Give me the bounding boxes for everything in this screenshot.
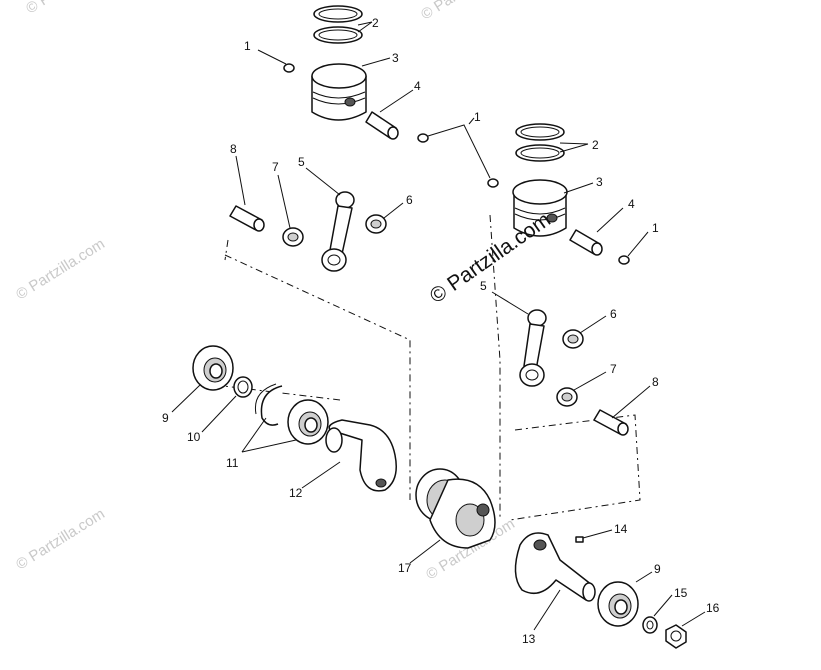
- seal-ring-10: [233, 376, 253, 398]
- wrist-pin-left: [365, 111, 399, 140]
- callout-16: 16: [706, 601, 720, 615]
- callout-1b: 1: [474, 110, 481, 124]
- callout-8b: 8: [652, 375, 659, 389]
- nut-16: [665, 624, 687, 649]
- connecting-rod-left: [321, 191, 355, 272]
- leader-lines: [171, 21, 706, 631]
- callout-15: 15: [674, 586, 688, 600]
- connecting-rod-right: [519, 309, 547, 387]
- callout-labels: 2 1 3 4 1 2 3 4 1 8 7 5 6 5 6 7 8 9 10 1…: [162, 16, 720, 646]
- circlip-right-bottom: [618, 255, 630, 265]
- needle-bearing-left-6: [365, 214, 387, 234]
- callout-3b: 3: [596, 175, 603, 189]
- callout-1c: 1: [652, 221, 659, 235]
- callout-9a: 9: [162, 411, 169, 425]
- pin-left: [229, 205, 265, 232]
- callout-11: 11: [226, 456, 239, 470]
- snap-ring-11: [254, 383, 283, 426]
- crank-half-left: [325, 419, 397, 492]
- callout-4a: 4: [414, 79, 421, 93]
- circlip-left-top: [283, 63, 295, 73]
- callout-2b: 2: [592, 138, 599, 152]
- piston-rings-left: [313, 5, 363, 44]
- needle-bearing-right-7: [556, 387, 578, 407]
- watermark-faint: © Partzilla.com: [13, 235, 108, 303]
- callout-14: 14: [614, 522, 628, 536]
- wrist-pin-right: [569, 229, 603, 256]
- bearing-right-9: [597, 581, 639, 627]
- callout-6a: 6: [406, 193, 413, 207]
- pin-right: [593, 409, 629, 436]
- callout-8a: 8: [230, 142, 237, 156]
- callout-2a: 2: [372, 16, 379, 30]
- bearing-left-9: [192, 345, 234, 391]
- piston-rings-right: [515, 123, 565, 162]
- callout-9b: 9: [654, 562, 661, 576]
- callout-3a: 3: [392, 51, 399, 65]
- bearing-left-11: [287, 399, 329, 445]
- washer-15: [642, 616, 658, 634]
- circlip-right-top: [487, 178, 499, 188]
- callout-7b: 7: [610, 362, 617, 376]
- callout-17: 17: [398, 561, 412, 575]
- callout-4b: 4: [628, 197, 635, 211]
- center-crank-17: [415, 468, 496, 549]
- callout-10: 10: [187, 430, 201, 444]
- crank-half-right: [514, 532, 596, 602]
- needle-bearing-left-7: [282, 227, 304, 247]
- watermark-faint: © Partzilla.com: [23, 0, 118, 17]
- callout-5b: 5: [480, 279, 487, 293]
- watermark-faint: © Partzilla.com: [418, 0, 513, 23]
- callout-7a: 7: [272, 160, 279, 174]
- callout-1a: 1: [244, 39, 251, 53]
- callout-13: 13: [522, 632, 536, 646]
- callout-12: 12: [289, 486, 303, 500]
- piston-right: [512, 179, 568, 237]
- callout-5a: 5: [298, 155, 305, 169]
- key-14: [575, 536, 584, 543]
- watermark-faint: © Partzilla.com: [13, 505, 108, 573]
- piston-left: [311, 63, 367, 121]
- callout-6b: 6: [610, 307, 617, 321]
- circlip-mid: [417, 133, 429, 143]
- needle-bearing-right-6: [562, 329, 584, 349]
- watermark-primary: © Partzilla.com: [426, 208, 555, 308]
